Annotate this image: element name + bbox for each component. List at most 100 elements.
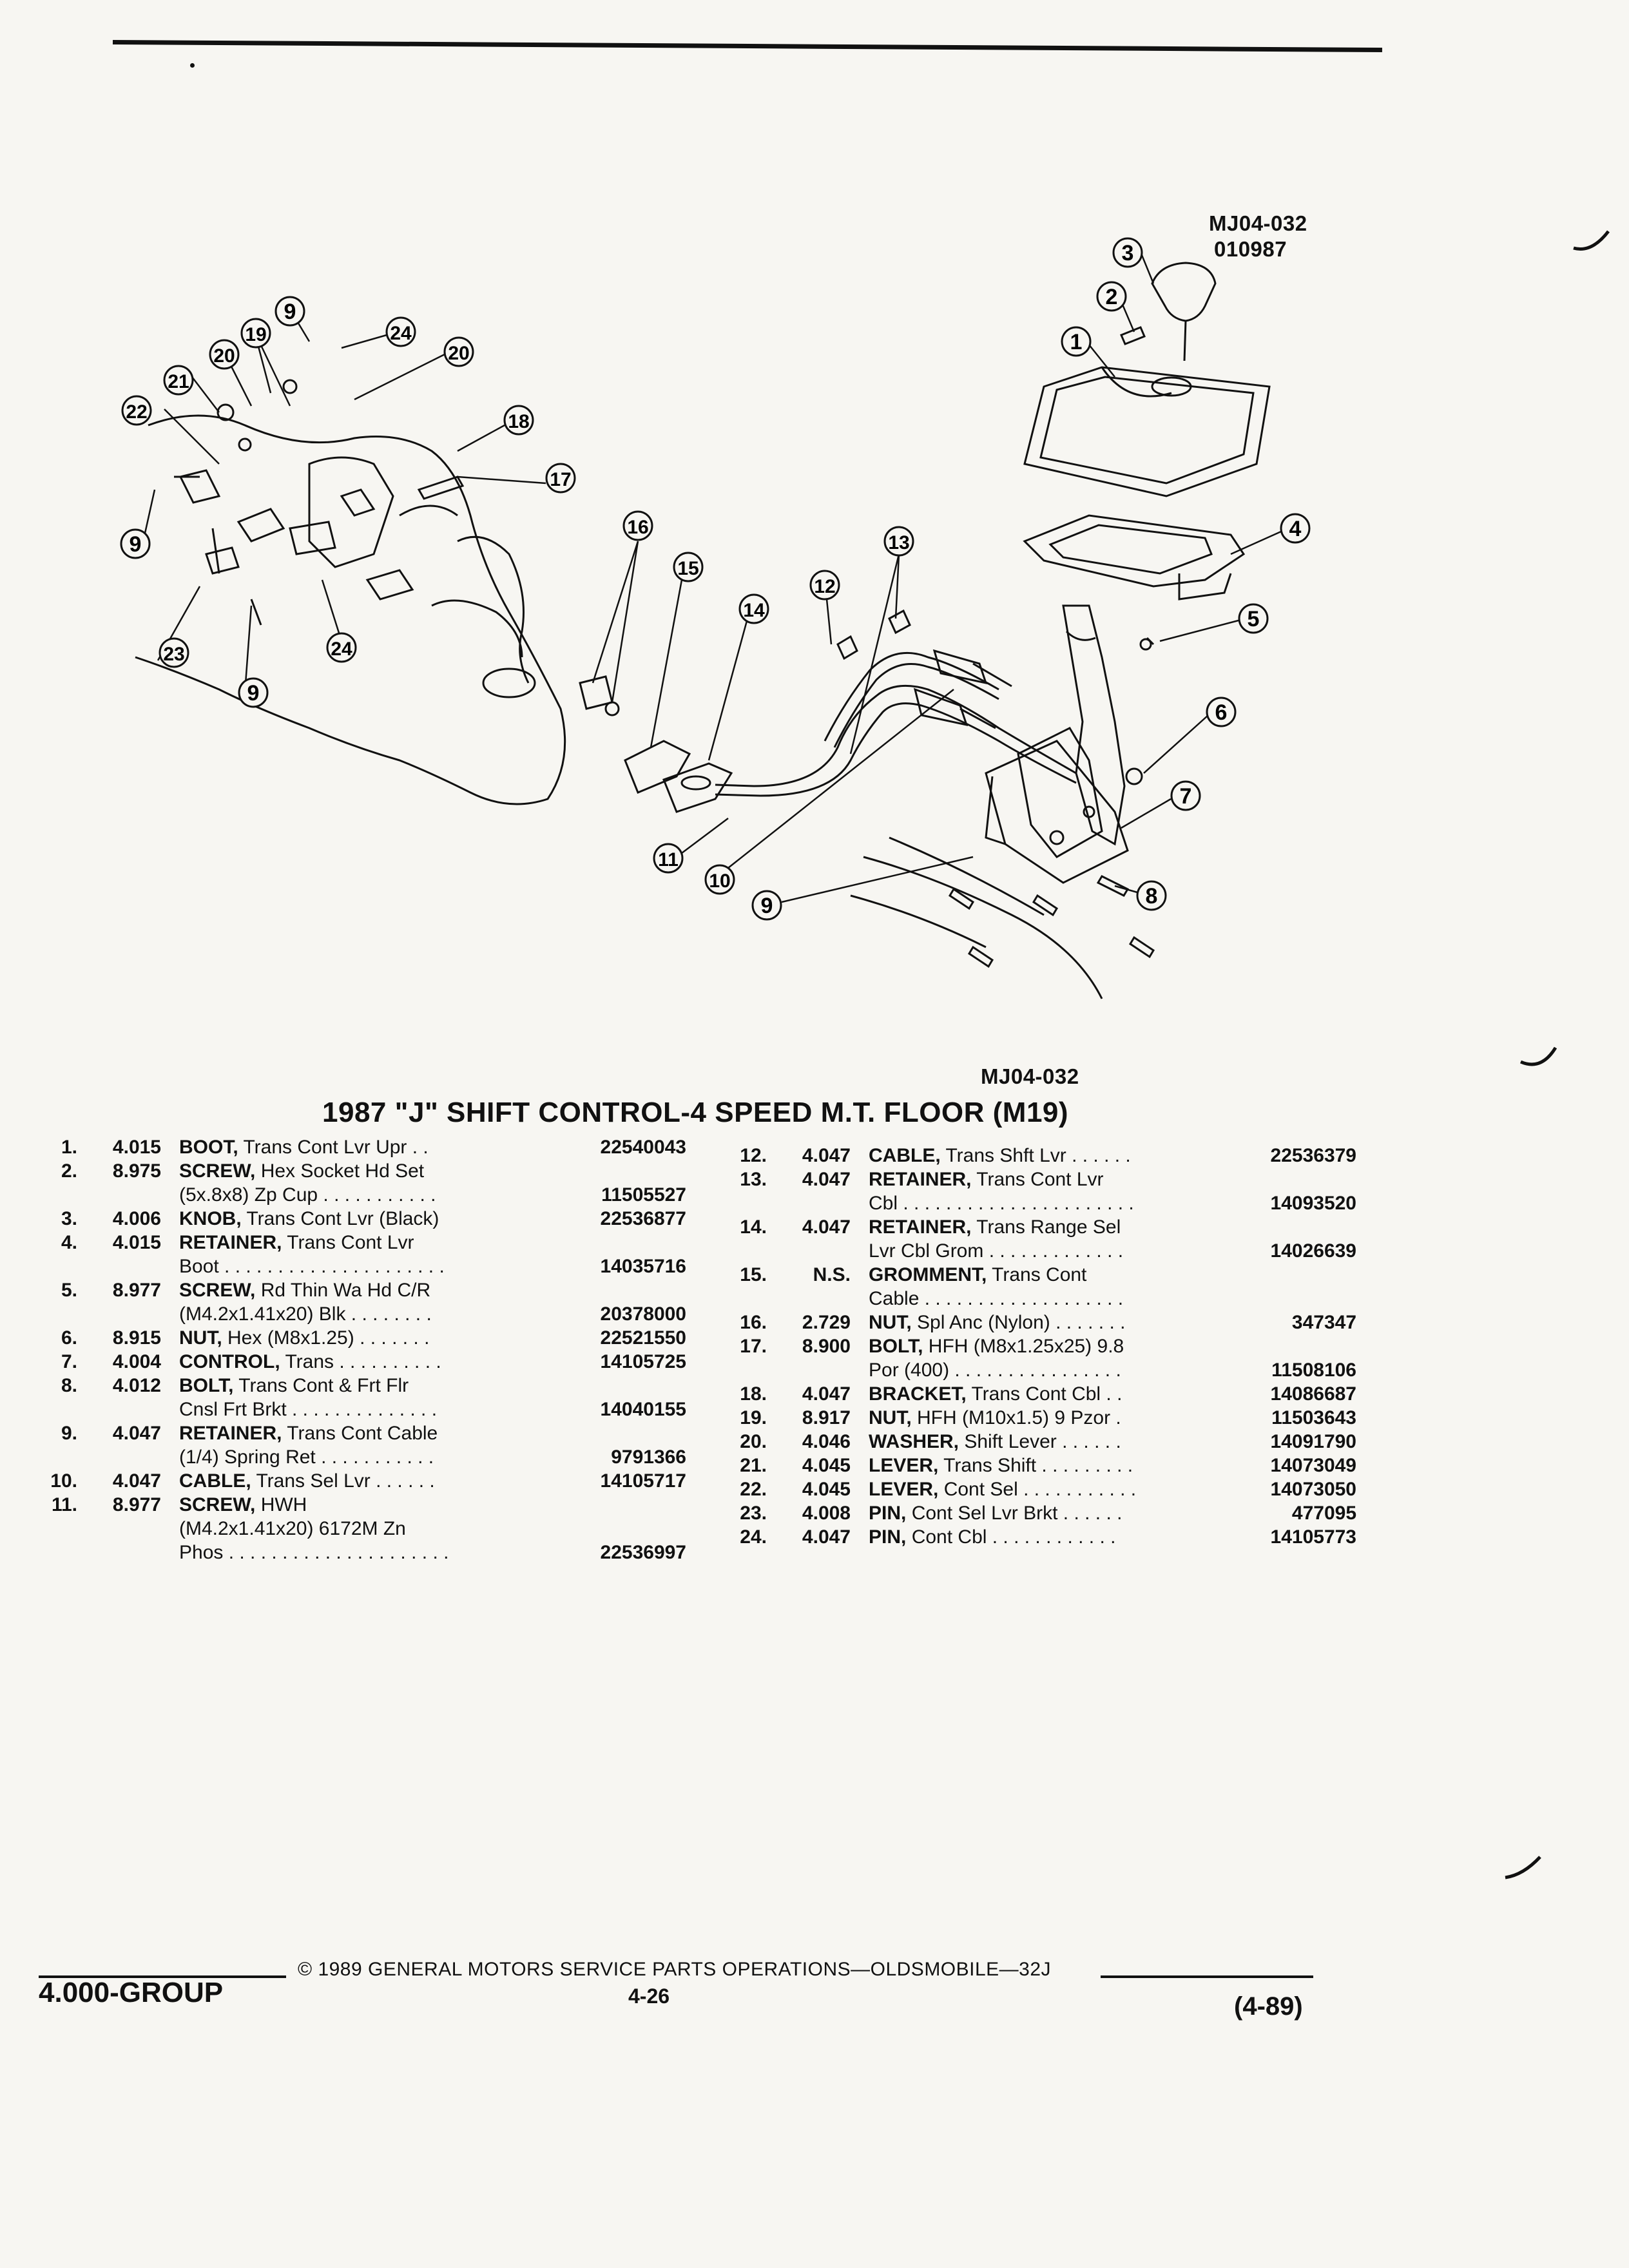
part-description: WASHER, Shift Lever . . . . . . xyxy=(869,1430,1121,1454)
part-description: SCREW, Rd Thin Wa Hd C/R xyxy=(179,1278,430,1302)
margin-binding-mark xyxy=(1505,1856,1541,1879)
svg-text:15: 15 xyxy=(677,558,699,579)
boot-part xyxy=(1023,366,1271,497)
part-detail: HWH xyxy=(255,1494,307,1515)
parts-row: (M4.2x1.41x20) 6172M Zn xyxy=(39,1517,686,1541)
part-description: CONTROL, Trans . . . . . . . . . . xyxy=(179,1350,441,1374)
part-name: BOLT, xyxy=(179,1375,234,1396)
callout-11: 11 xyxy=(653,843,684,874)
part-name: RETAINER, xyxy=(869,1169,972,1190)
part-description: Cable . . . . . . . . . . . . . . . . . … xyxy=(869,1287,1123,1311)
part-detail: HFH (M8x1.25x25) 9.8 xyxy=(923,1336,1124,1357)
part-name: NUT, xyxy=(869,1312,912,1333)
part-detail: Hex Socket Hd Set xyxy=(255,1160,425,1182)
svg-text:1: 1 xyxy=(1070,330,1083,354)
part-detail: Hex (M8x1.25) . . . . . . . xyxy=(222,1327,430,1349)
part-description: BOLT, HFH (M8x1.25x25) 9.8 xyxy=(869,1334,1124,1358)
part-number: 20378000 xyxy=(600,1303,686,1325)
item-number: 4. xyxy=(61,1232,77,1253)
part-detail: Boot . . . . . . . . . . . . . . . . . .… xyxy=(179,1256,445,1277)
part-number: 14073049 xyxy=(1270,1455,1356,1476)
part-description: (5x.8x8) Zp Cup . . . . . . . . . . . xyxy=(179,1183,436,1207)
group-number: 4.047 xyxy=(112,1423,161,1444)
part-number: 22536997 xyxy=(600,1542,686,1563)
part-name: GROMMENT, xyxy=(869,1264,987,1285)
callout-21: 21 xyxy=(163,365,194,396)
callout-13: 13 xyxy=(883,526,914,557)
callout-9: 9 xyxy=(120,528,151,559)
item-number: 20. xyxy=(740,1431,767,1452)
svg-text:14: 14 xyxy=(743,600,765,621)
group-number: 8.975 xyxy=(112,1160,161,1182)
callout-23: 23 xyxy=(159,637,189,668)
part-description: CABLE, Trans Shft Lvr . . . . . . xyxy=(869,1144,1131,1168)
part-name: SCREW, xyxy=(179,1494,256,1515)
callout-6: 6 xyxy=(1206,697,1237,727)
part-description: (M4.2x1.41x20) 6172M Zn xyxy=(179,1517,406,1541)
part-description: Por (400) . . . . . . . . . . . . . . . … xyxy=(869,1358,1121,1382)
part-detail: Cbl . . . . . . . . . . . . . . . . . . … xyxy=(869,1193,1134,1214)
part-description: BRACKET, Trans Cont Cbl . . xyxy=(869,1382,1122,1406)
part-description: KNOB, Trans Cont Lvr (Black) xyxy=(179,1207,439,1231)
parts-row: 7. 4.004 CONTROL, Trans . . . . . . . . . … xyxy=(39,1350,686,1374)
part-detail: Trans Cont Lvr xyxy=(971,1169,1104,1190)
part-name: CABLE, xyxy=(179,1470,251,1492)
part-detail: Spl Anc (Nylon) . . . . . . . xyxy=(911,1312,1126,1333)
parts-row: Boot . . . . . . . . . . . . . . . . . .… xyxy=(39,1254,686,1278)
nut-part xyxy=(1125,767,1143,785)
part-detail: Cont Sel . . . . . . . . . . . xyxy=(938,1479,1137,1500)
part-description: SCREW, Hex Socket Hd Set xyxy=(179,1159,424,1183)
item-number: 24. xyxy=(740,1526,767,1548)
footer-copyright: © 1989 GENERAL MOTORS SERVICE PARTS OPER… xyxy=(298,1959,1052,1980)
svg-text:24: 24 xyxy=(331,639,352,660)
callout-4: 4 xyxy=(1280,513,1311,544)
item-number: 21. xyxy=(740,1455,767,1476)
group-number: 4.047 xyxy=(802,1169,851,1190)
callout-14: 14 xyxy=(738,593,769,624)
group-number: 8.977 xyxy=(112,1280,161,1301)
part-number: 11505527 xyxy=(601,1184,686,1206)
part-name: PIN, xyxy=(869,1503,907,1524)
part-detail: (1/4) Spring Ret . . . . . . . . . . . xyxy=(179,1446,434,1468)
part-detail: Trans Cont Lvr (Black) xyxy=(241,1208,439,1229)
part-detail: Cnsl Frt Brkt . . . . . . . . . . . . . … xyxy=(179,1399,438,1420)
footer-group-label: 4.000-GROUP xyxy=(39,1977,224,2008)
part-detail: (M4.2x1.41x20) Blk . . . . . . . . xyxy=(179,1303,432,1325)
parts-row: Cable . . . . . . . . . . . . . . . . . … xyxy=(728,1287,1356,1311)
part-detail: Trans . . . . . . . . . . xyxy=(280,1351,441,1372)
callout-15: 15 xyxy=(673,552,704,582)
group-number: 4.004 xyxy=(112,1351,161,1372)
svg-text:9: 9 xyxy=(247,681,260,706)
page-number: 4-26 xyxy=(628,1984,670,2008)
svg-text:20: 20 xyxy=(448,343,469,364)
callout-16: 16 xyxy=(622,510,653,541)
callout-1: 1 xyxy=(1061,326,1092,357)
part-number: 22540043 xyxy=(600,1137,686,1158)
part-number: 14093520 xyxy=(1270,1193,1356,1214)
part-number: 14035716 xyxy=(600,1256,686,1277)
svg-text:13: 13 xyxy=(888,532,909,553)
item-number: 1. xyxy=(61,1137,77,1158)
part-description: NUT, HFH (M10x1.5) 9 Pzor . xyxy=(869,1406,1121,1430)
group-number: 4.047 xyxy=(802,1526,851,1548)
item-number: 10. xyxy=(50,1470,77,1492)
svg-text:16: 16 xyxy=(627,517,648,538)
part-detail: Trans Range Sel xyxy=(971,1216,1121,1238)
callout-12: 12 xyxy=(809,570,840,601)
parts-row: Phos . . . . . . . . . . . . . . . . . .… xyxy=(39,1541,686,1564)
part-number: 14026639 xyxy=(1270,1240,1356,1262)
item-number: 22. xyxy=(740,1479,767,1500)
item-number: 7. xyxy=(61,1351,77,1372)
group-number: 8.915 xyxy=(112,1327,161,1349)
